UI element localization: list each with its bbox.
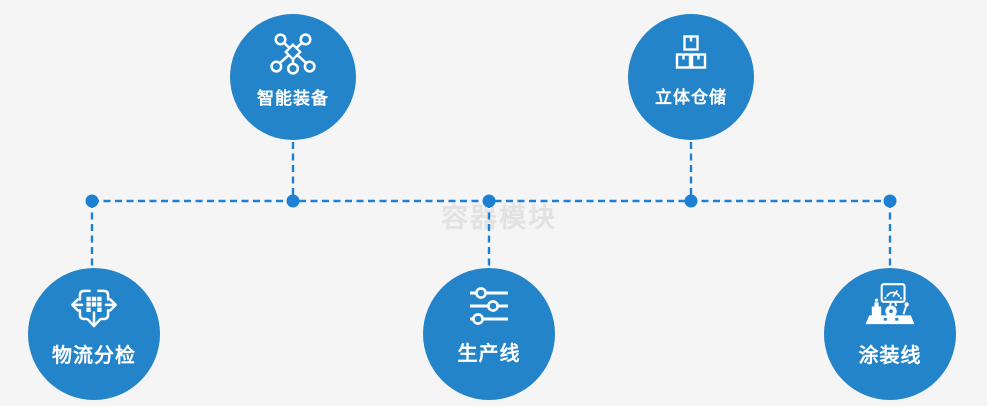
junction-dot bbox=[883, 194, 897, 208]
junction-dot bbox=[85, 194, 99, 208]
stacked-boxes-icon bbox=[667, 32, 715, 74]
node-label: 智能装备 bbox=[257, 89, 329, 108]
junction-dot bbox=[482, 194, 496, 208]
diagram-node-stereoscopic-warehouse: 立体仓储 bbox=[628, 14, 754, 140]
node-label: 物流分检 bbox=[52, 345, 136, 367]
junction-dot bbox=[684, 194, 698, 208]
node-label: 立体仓储 bbox=[655, 88, 727, 107]
diagram-node-painting-line: 涂装线 bbox=[824, 268, 956, 400]
sorting-crossarrows-icon bbox=[68, 282, 120, 330]
control-station-icon bbox=[863, 282, 917, 330]
network-nodes-icon bbox=[268, 31, 318, 75]
node-label: 涂装线 bbox=[858, 345, 922, 367]
diagram-node-intelligent-equipment: 智能装备 bbox=[230, 14, 356, 140]
watermark-text: 容器模块 bbox=[441, 203, 557, 233]
diagram-node-logistics-sorting: 物流分检 bbox=[28, 268, 160, 400]
node-label: 生产线 bbox=[457, 343, 521, 365]
diagram-node-production-line: 生产线 bbox=[423, 268, 555, 400]
sliders-icon bbox=[465, 284, 513, 328]
junction-dot bbox=[286, 194, 300, 208]
